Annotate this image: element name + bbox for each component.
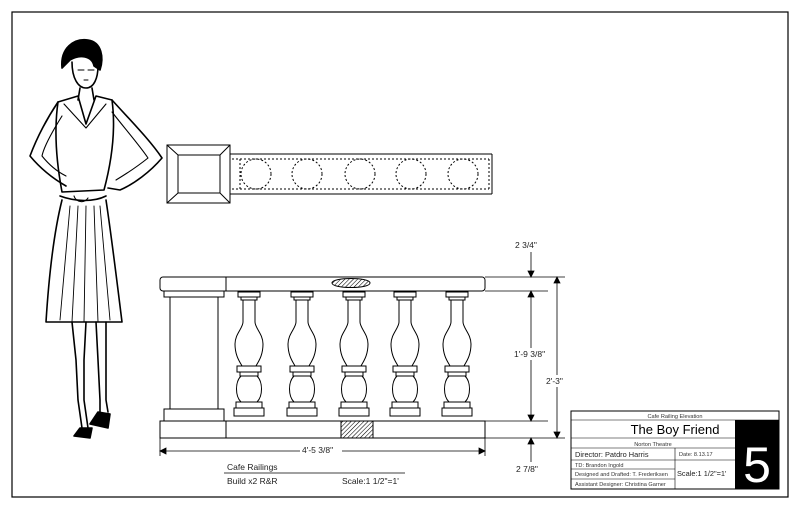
railing-plan-view	[166, 144, 493, 204]
dim-base: 2 7/8"	[516, 464, 538, 474]
plate-number-box	[735, 420, 779, 489]
railing-elevation-view	[159, 276, 486, 439]
note-scale: Scale:1 1/2"=1'	[342, 476, 399, 486]
dim-overall-height: 2'-3"	[546, 376, 563, 386]
sheet-border	[11, 11, 789, 498]
tb-td: TD: Brandon Ingold	[575, 463, 624, 469]
tb-show-title: The Boy Friend	[631, 422, 720, 437]
note-build: Build x2 R&R	[227, 476, 278, 486]
baluster	[441, 291, 473, 417]
note-title: Cafe Railings	[227, 462, 278, 472]
tb-scale: Scale:1 1/2"=1'	[677, 469, 727, 478]
tb-venue: Norton Theatre	[634, 442, 672, 448]
baluster	[286, 291, 318, 417]
tb-date: Date: 8.13.17	[679, 452, 713, 458]
baluster	[233, 291, 265, 417]
dim-baluster-height: 1'-9 3/8"	[514, 349, 545, 359]
tb-plate-number: 5	[743, 437, 771, 493]
tb-director: Director: Patdro Harris	[575, 450, 649, 459]
tb-designed: Designed and Drafted: T. Frederiksen	[575, 472, 668, 478]
tb-drawing-title: Cafe Railing Elevation	[647, 414, 702, 420]
tb-assistant: Assistant Designer: Christina Garner	[575, 482, 666, 488]
drawing-notes: Cafe Railings Build x2 R&R Scale:1 1/2"=…	[224, 462, 405, 486]
costume-figure	[29, 39, 163, 439]
dim-width: 4'-5 3/8"	[302, 445, 333, 455]
title-block: Cafe Railing Elevation The Boy Friend No…	[570, 410, 780, 493]
dim-top-rail: 2 3/4"	[515, 240, 537, 250]
baluster	[338, 291, 370, 417]
baluster	[389, 291, 421, 417]
